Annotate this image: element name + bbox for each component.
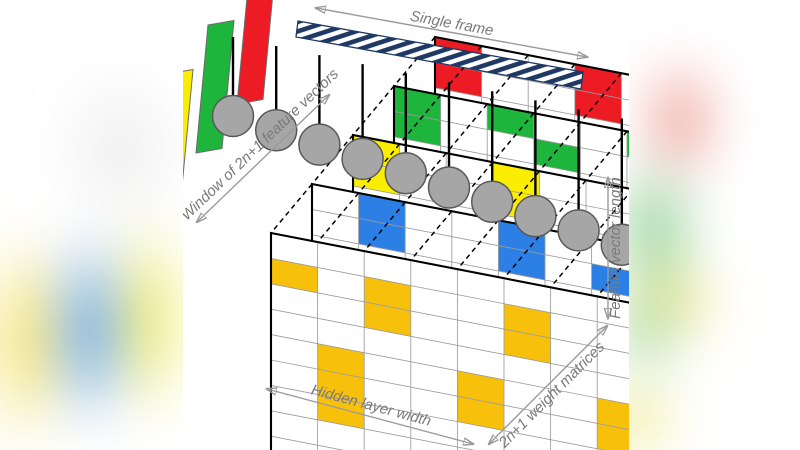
- hidden-width-dim-arrow: [267, 389, 473, 444]
- matrix-cell: [574, 64, 622, 99]
- diagram-svg: Single frame Window of 2n+1 feature vect…: [183, 0, 629, 450]
- blurred-left-backdrop: [0, 0, 215, 450]
- neuron-circle: [341, 137, 384, 181]
- matrix-cell: [364, 276, 411, 311]
- matrix-cell: [627, 131, 629, 158]
- neuron-circle: [470, 180, 514, 224]
- neuron-circle: [298, 123, 341, 166]
- neuron-circle: [557, 209, 600, 252]
- matrix-cell: [487, 104, 534, 139]
- feature-vector-yellow: [183, 68, 194, 182]
- neuron-circle: [514, 194, 557, 238]
- matrix-cell: [364, 301, 411, 337]
- neuron-circle: [427, 166, 471, 209]
- window-dim-arrow: [197, 95, 329, 222]
- label-single-frame: Single frame: [409, 8, 495, 40]
- matrix-cell: [271, 258, 318, 293]
- single-frame-dim-arrow: [316, 8, 587, 57]
- diagram-area: Single frame Window of 2n+1 feature vect…: [183, 0, 629, 450]
- label-feature-vector-length: Feature vector length: [607, 177, 624, 319]
- matrix-cell: [358, 193, 406, 228]
- neuron-circle: [384, 151, 428, 195]
- neuron-circle: [211, 94, 255, 138]
- feature-vector-red: [236, 0, 273, 105]
- matrix-cell: [317, 343, 365, 379]
- weight-matrices-dim-arrow: [489, 326, 607, 444]
